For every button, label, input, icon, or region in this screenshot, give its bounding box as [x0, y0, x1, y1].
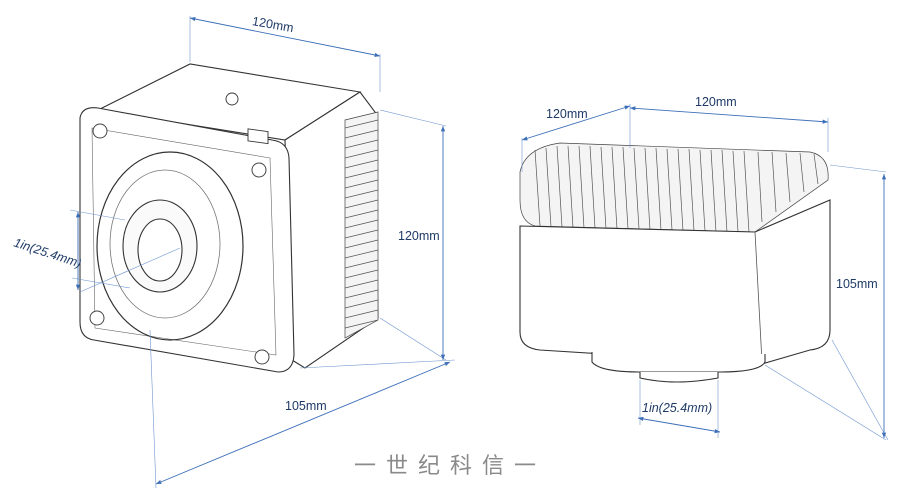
camera-front-view: [79, 63, 379, 373]
c-mount-lens: [96, 151, 244, 341]
brand-watermark: 一世纪科信一: [353, 454, 546, 479]
heat-sink-fins-top: [519, 142, 829, 233]
right-dim-top-left-label: 120mm: [546, 107, 588, 121]
left-dim-right-label: 120mm: [398, 229, 440, 243]
corner-screws: [89, 123, 270, 365]
heat-sink-fins-side: [344, 111, 379, 339]
usb-port-icon: [247, 128, 269, 145]
right-view-dimensions: [521, 104, 889, 441]
camera-body-side: [519, 199, 831, 365]
camera-side-view: [519, 142, 831, 383]
right-dim-mount-label: 1in(25.4mm): [642, 401, 712, 415]
c-mount-stub: [591, 352, 766, 373]
right-dim-top-right-label: 120mm: [695, 95, 737, 109]
left-view-dimensions: [69, 16, 456, 489]
left-dim-mount-label: 1in(25.4mm): [12, 236, 83, 271]
right-dim-right-label: 105mm: [836, 277, 878, 291]
left-dim-bottom-label: 105mm: [285, 399, 327, 413]
power-socket-icon: [225, 92, 239, 106]
